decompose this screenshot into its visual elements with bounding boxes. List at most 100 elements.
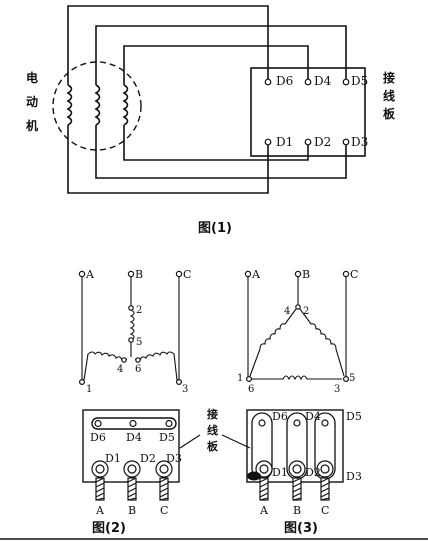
phase-a-label-3: A [251, 268, 261, 281]
cables-3 [259, 477, 330, 501]
label-d6-2: D6 [90, 431, 106, 444]
num-4-3: 4 [284, 306, 290, 317]
cable-b-2-hatch [127, 477, 137, 501]
board-label-1: 接 [383, 70, 395, 85]
terminal-5 [128, 337, 134, 343]
phase-c-label: C [183, 268, 191, 281]
terminal-d5 [342, 78, 350, 86]
terminal-d3-3-inner [320, 464, 330, 474]
terminal-d6-2 [94, 419, 102, 428]
num-1-3: 1 [237, 373, 243, 384]
figure-2: A B C 2 5 4 6 1 3 D6 D4 D5 [78, 268, 191, 536]
figure-1: D6 D4 D5 D1 D2 D3 电 动 机 接 线 板 图(1) [26, 5, 396, 236]
terminal-d1-3-inner [259, 464, 269, 474]
motor-label-2: 动 [26, 95, 38, 109]
terminal-d3-2-inner [159, 464, 169, 474]
label-d1: D1 [276, 135, 293, 149]
terminal-d3 [342, 138, 350, 146]
terminal-2 [128, 305, 134, 311]
nut-icon [247, 471, 261, 481]
num-4: 4 [117, 364, 123, 375]
cable-a-2 [95, 477, 105, 501]
star-link-bar [91, 417, 177, 430]
terminal-3 [176, 379, 183, 386]
terminal-d2 [304, 138, 312, 146]
terminal-d4-2 [129, 419, 137, 428]
delta-node-c [343, 376, 350, 383]
cable-c-2-hatch [159, 477, 169, 501]
wire-loop-middle [95, 25, 347, 179]
num-5: 5 [136, 337, 142, 348]
cable-label-a-2: A [95, 504, 105, 517]
wire-loop-outer [67, 5, 269, 194]
cable-label-c-2: C [160, 504, 168, 517]
cable-label-c-3: C [321, 504, 329, 517]
cable-b-3-hatch [292, 477, 302, 501]
delta-coil-right [299, 308, 345, 377]
phase-b-label-3: B [302, 268, 310, 281]
label-d2-3: D2 [305, 466, 321, 479]
delta-coil-left [249, 308, 297, 377]
num-6-3: 6 [248, 384, 254, 395]
board-label-mid-3: 板 [207, 439, 219, 453]
wire-loop-inner [123, 45, 309, 161]
cable-a-2-hatch [95, 477, 105, 501]
motor-label-1: 电 [26, 70, 38, 85]
cable-label-b-2: B [128, 504, 136, 517]
terminal-d6 [264, 78, 272, 86]
figure-3: A B C 4 2 1 6 3 5 D6 D4 D5 [237, 268, 362, 536]
cable-b-2 [127, 477, 137, 501]
cables-2 [95, 477, 169, 501]
num-2-3: 2 [303, 306, 309, 317]
motor-coil-2 [94, 84, 101, 126]
cable-label-a-3: A [259, 504, 269, 517]
label-d6-3: D6 [272, 410, 288, 423]
terminal-4 [121, 357, 127, 363]
cable-c-3 [320, 477, 330, 501]
terminal-d1 [264, 138, 272, 146]
pointer-right [221, 434, 251, 449]
label-d4-2: D4 [126, 431, 142, 444]
cable-a-3 [259, 477, 269, 501]
label-d5-2: D5 [159, 431, 175, 444]
phase-b-label: B [135, 268, 143, 281]
motor-label-3: 机 [26, 118, 38, 133]
label-d6: D6 [276, 74, 293, 88]
figure-1-caption: 图(1) [198, 221, 232, 236]
motor-outline [52, 61, 142, 151]
star-coil-a [83, 351, 128, 381]
cable-c-3-hatch [320, 477, 330, 501]
terminal-d2-2-inner [127, 464, 137, 474]
cable-label-b-3: B [293, 504, 301, 517]
terminal-d6-3 [258, 419, 266, 427]
label-d5-3: D5 [346, 410, 362, 423]
num-5-3: 5 [349, 373, 355, 384]
label-d3: D3 [351, 135, 368, 149]
board-label-mid-1: 接 [207, 407, 218, 421]
terminal-d5-3 [321, 419, 329, 427]
label-d3-2: D3 [166, 452, 182, 465]
terminal-d5-2 [165, 419, 173, 428]
label-d5: D5 [351, 74, 368, 88]
star-coil-b [129, 309, 135, 341]
label-d1-2: D1 [105, 452, 121, 465]
phase-b-terminal [127, 270, 135, 278]
cable-b-3 [292, 477, 302, 501]
label-d3-3: D3 [346, 470, 362, 483]
delta-node-a [246, 376, 253, 383]
phase-a-label: A [85, 268, 95, 281]
phase-c-terminal [175, 270, 183, 278]
terminal-d4-3 [293, 419, 301, 427]
figure-2-caption: 图(2) [92, 521, 126, 536]
num-2: 2 [136, 305, 142, 316]
phase-c-label-3: C [350, 268, 358, 281]
delta-coil-bottom [252, 375, 342, 381]
terminal-board [250, 67, 366, 157]
phase-a-terminal [78, 270, 86, 278]
pointer-left [179, 434, 201, 449]
phase-b-terminal-3 [294, 270, 302, 278]
num-3-3: 3 [334, 384, 340, 395]
terminal-d4 [304, 78, 312, 86]
board-label-mid-2: 线 [207, 423, 218, 437]
delta-node-b [295, 304, 301, 310]
